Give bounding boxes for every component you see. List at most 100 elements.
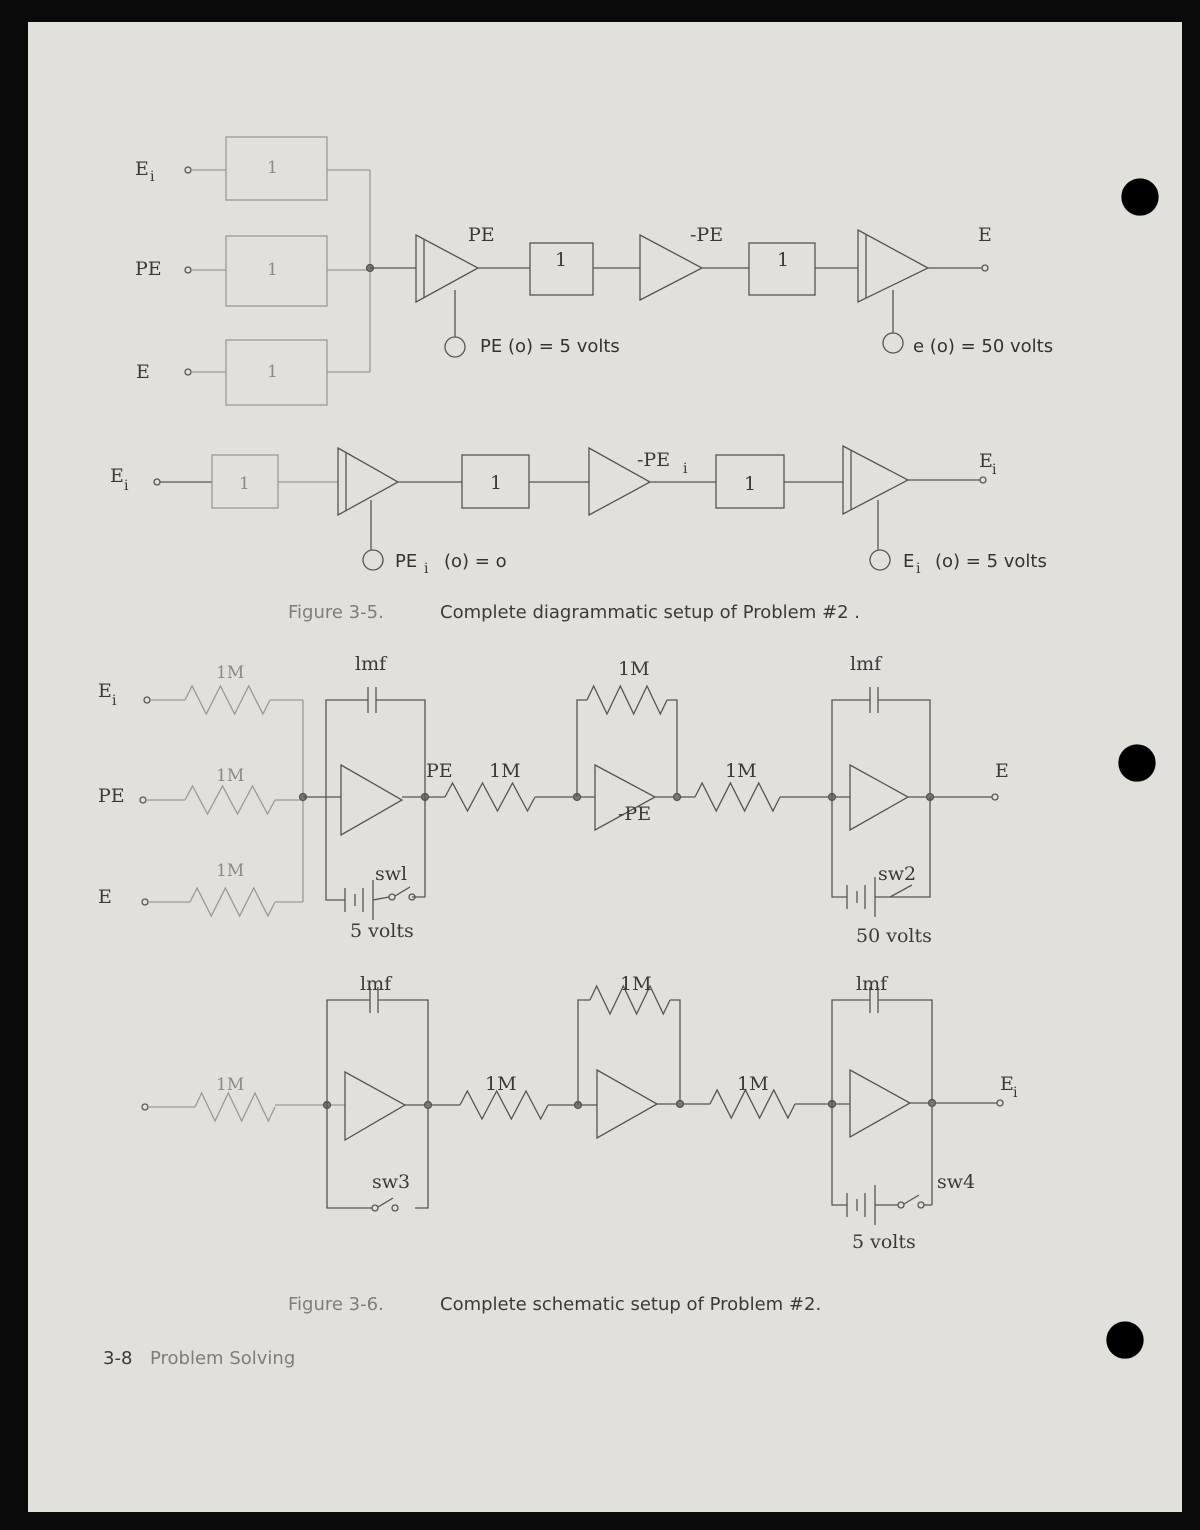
initial-condition-pe: PE (o) = 5 volts bbox=[480, 336, 620, 357]
output-label-ei-sub: i bbox=[992, 462, 997, 478]
capacitor-label: lmf bbox=[856, 973, 889, 995]
resistor-label: 1M bbox=[216, 766, 244, 786]
input-label-ei-sub: i bbox=[150, 169, 155, 185]
gain-box bbox=[748, 242, 816, 296]
gain-box-label: 1 bbox=[490, 472, 502, 494]
integrator-amplifier bbox=[857, 228, 930, 304]
junction-dot bbox=[672, 792, 682, 802]
wire bbox=[670, 999, 681, 1104]
input-label-e: E bbox=[98, 886, 112, 908]
switch-label-sw1: swl bbox=[375, 863, 407, 885]
terminal bbox=[991, 793, 999, 801]
wire bbox=[831, 699, 870, 797]
amplifier bbox=[344, 1070, 407, 1142]
switch-label-sw4: sw4 bbox=[937, 1171, 975, 1193]
resistor bbox=[194, 1091, 276, 1123]
wire bbox=[831, 797, 847, 898]
resistor-label: 1M bbox=[620, 973, 652, 995]
wire bbox=[875, 797, 931, 898]
terminal bbox=[184, 368, 192, 376]
gain-box-label: 1 bbox=[777, 249, 789, 271]
junction-dot bbox=[675, 1099, 685, 1109]
gain-box bbox=[225, 235, 328, 307]
switch-contact bbox=[408, 893, 416, 901]
resistor bbox=[694, 781, 781, 813]
figure-3-6-number: Figure 3-6. bbox=[288, 1294, 384, 1315]
terminal bbox=[996, 1099, 1004, 1107]
wire bbox=[376, 699, 426, 898]
initial-condition-circle bbox=[362, 549, 384, 571]
switch-contact bbox=[371, 1204, 379, 1212]
wire bbox=[667, 699, 678, 797]
initial-condition-ei: E bbox=[903, 551, 914, 572]
wire bbox=[326, 999, 370, 1105]
resistor-label: 1M bbox=[216, 861, 244, 881]
input-label-ei-sub: i bbox=[124, 478, 129, 494]
terminal bbox=[184, 266, 192, 274]
switch-blade bbox=[903, 1194, 920, 1205]
output-label-ei-sub: i bbox=[1013, 1085, 1018, 1101]
resistor bbox=[184, 684, 271, 716]
integrator-amplifier bbox=[337, 446, 400, 517]
switch-blade bbox=[377, 1197, 394, 1208]
gain-box-label: 1 bbox=[267, 158, 278, 178]
wire bbox=[372, 896, 390, 901]
terminal bbox=[139, 796, 147, 804]
resistor-label: 1M bbox=[725, 760, 757, 782]
input-label-ei: E bbox=[98, 680, 112, 702]
figure-3-6-caption: Complete schematic setup of Problem #2. bbox=[440, 1294, 821, 1315]
section-title: Problem Solving bbox=[150, 1348, 295, 1369]
binder-hole bbox=[1121, 178, 1159, 216]
wire bbox=[326, 1105, 372, 1209]
input-label-pe: PE bbox=[98, 785, 125, 807]
wire bbox=[878, 699, 931, 797]
terminal bbox=[141, 1103, 149, 1111]
battery-voltage-5v: 5 volts bbox=[852, 1231, 916, 1253]
amplifier bbox=[596, 1068, 659, 1140]
resistor bbox=[586, 684, 668, 716]
node-label-neg-pei-sub: i bbox=[683, 461, 688, 477]
initial-condition-ei-sub: i bbox=[916, 561, 921, 577]
switch-label-sw3: sw3 bbox=[372, 1171, 410, 1193]
resistor bbox=[459, 1089, 549, 1121]
binder-hole bbox=[1118, 744, 1156, 782]
figure-3-5-caption: Complete diagrammatic setup of Problem #… bbox=[440, 602, 860, 623]
terminal bbox=[981, 264, 989, 272]
switch-blade bbox=[394, 886, 411, 897]
node-label-neg-pe: -PE bbox=[690, 224, 723, 246]
resistor-label: 1M bbox=[737, 1073, 769, 1095]
resistor bbox=[589, 984, 671, 1016]
integrator-amplifier bbox=[842, 444, 910, 516]
initial-condition-circle bbox=[882, 332, 904, 354]
input-label-e: E bbox=[136, 361, 150, 383]
node-label-pe: PE bbox=[426, 760, 453, 782]
output-label-ei: E bbox=[1000, 1073, 1014, 1095]
initial-condition-pei-sub: i bbox=[424, 561, 429, 577]
initial-condition-circle bbox=[444, 336, 466, 358]
amplifier bbox=[639, 233, 704, 302]
gain-box-label: 1 bbox=[267, 362, 278, 382]
gain-box-label: 1 bbox=[744, 473, 756, 495]
terminal bbox=[153, 478, 161, 486]
figure-3-5-number: Figure 3-5. bbox=[288, 602, 384, 623]
switch-contact bbox=[917, 1201, 925, 1209]
switch-contact bbox=[897, 1201, 905, 1209]
wire bbox=[325, 699, 368, 797]
resistor-label: 1M bbox=[618, 658, 650, 680]
input-label-ei: E bbox=[110, 465, 124, 487]
input-label-ei: E bbox=[135, 158, 149, 180]
capacitor-label: lmf bbox=[355, 653, 388, 675]
amplifier bbox=[849, 1068, 912, 1139]
battery-voltage-5v: 5 volts bbox=[350, 920, 414, 942]
capacitor-label: lmf bbox=[850, 653, 883, 675]
junction-dot bbox=[927, 1098, 937, 1108]
output-label-e: E bbox=[978, 224, 992, 246]
switch-blade bbox=[889, 884, 913, 898]
wire bbox=[325, 797, 345, 901]
switch-contact bbox=[391, 1204, 399, 1212]
initial-condition-circle bbox=[869, 549, 891, 571]
capacitor-label: lmf bbox=[360, 973, 393, 995]
terminal bbox=[979, 476, 987, 484]
initial-condition-pei-value: (o) = o bbox=[444, 551, 507, 572]
wire bbox=[831, 999, 870, 1104]
